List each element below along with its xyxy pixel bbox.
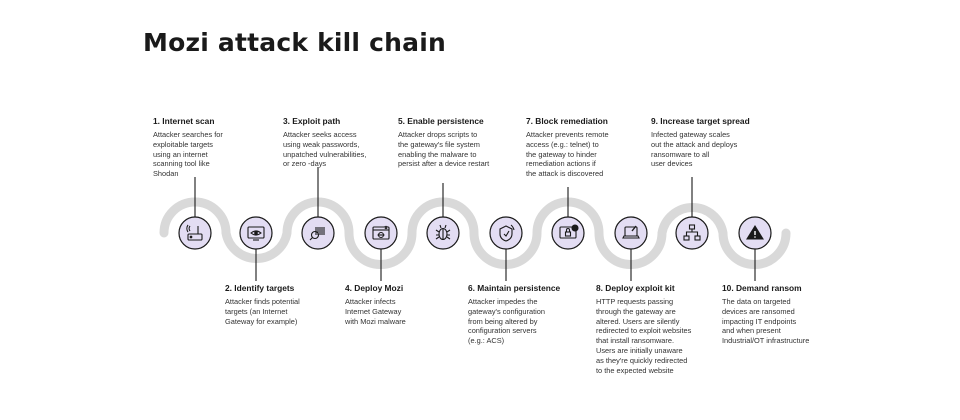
description-line: from being altered by: [468, 316, 538, 326]
description-line: persist after a device restart: [398, 159, 490, 169]
description-line: HTTP requests passing: [596, 297, 674, 306]
description-line: that install ransomware.: [596, 336, 675, 346]
description-line: Attacker searches for: [153, 130, 223, 139]
eye-icon: [247, 226, 265, 241]
description-line: Internet Gateway: [345, 306, 402, 316]
description-line: the gateway to hinder: [526, 149, 597, 159]
description-line: altered. Users are silently: [596, 316, 680, 326]
network-icon: [683, 224, 701, 241]
router-icon: [186, 224, 203, 241]
step-node: [675, 216, 709, 250]
description-line: configuration servers: [468, 326, 537, 336]
description-line: user devices: [651, 159, 693, 169]
description-line: Shodan: [153, 169, 179, 179]
shield-icon: [499, 224, 515, 242]
step-node: [301, 216, 335, 250]
description-line: targets (an Internet: [225, 306, 288, 316]
description-line: Users are initially unaware: [596, 345, 683, 355]
description-line: using an internet: [153, 149, 208, 159]
description-line: remediation actions if: [526, 159, 596, 169]
description-line: as they're quickly redirected: [596, 355, 688, 365]
description-line: Attacker prevents remote: [526, 130, 609, 139]
infected-window-icon: [372, 225, 390, 240]
description-line: redirected to exploit websites: [596, 326, 692, 336]
description-line: with Mozi malware: [345, 316, 406, 326]
bug-icon: [435, 224, 451, 241]
step-title: 3. Exploit path: [283, 116, 341, 126]
description-line: ransomware to all: [651, 149, 710, 159]
description-line: the gateway's file system: [398, 139, 480, 149]
description-line: gateway's configuration: [468, 306, 546, 316]
description-line: the attack is discovered: [526, 169, 604, 179]
step-node: [614, 216, 648, 250]
step-node: [239, 216, 273, 250]
step-title: 10. Demand ransom: [722, 283, 802, 293]
step-title: 5. Enable persistence: [398, 116, 484, 126]
step-title: 8. Deploy exploit kit: [596, 283, 675, 293]
description-line: impacting IT endpoints: [722, 316, 797, 326]
description-line: Gateway for example): [225, 316, 298, 326]
step-node: [551, 216, 585, 250]
locked-screen-icon: [559, 224, 579, 239]
description-line: out the attack and deploys: [651, 139, 738, 149]
description-line: and when present: [722, 326, 781, 336]
description-line: through the gateway are: [596, 306, 676, 316]
description-line: Attacker finds potential: [225, 297, 300, 306]
description-line: enabling the malware to: [398, 149, 477, 159]
description-line: unpatched vulnerabilities,: [283, 149, 367, 159]
description-line: using weak passwords,: [283, 139, 360, 149]
description-line: Attacker impedes the: [468, 297, 538, 306]
step-title: 2. Identify targets: [225, 283, 295, 293]
description-line: Attacker seeks access: [283, 130, 357, 139]
description-line: Attacker infects: [345, 297, 396, 306]
step-node: [489, 216, 523, 250]
step-node: [426, 216, 460, 250]
step-title: 9. Increase target spread: [651, 116, 750, 126]
description-line: Attacker drops scripts to: [398, 130, 478, 139]
step-title: 1. Internet scan: [153, 116, 215, 126]
step-node: [738, 216, 772, 250]
step-node: [178, 216, 212, 250]
warning-icon: [746, 224, 764, 240]
track-path: [159, 197, 791, 269]
step-title: 6. Maintain persistence: [468, 283, 561, 293]
description-line: access (e.g.: telnet) to: [526, 139, 599, 149]
step-title: 7. Block remediation: [526, 116, 608, 126]
description-line: Industrial/OT infrastructure: [722, 336, 810, 346]
step-node: [364, 216, 398, 250]
laptop-icon: [622, 225, 640, 239]
description-line: exploitable targets: [153, 139, 213, 149]
description-line: (e.g.: ACS): [468, 336, 505, 346]
description-line: scanning tool like: [153, 159, 210, 169]
barcode-search-icon: [309, 227, 325, 241]
description-line: Infected gateway scales: [651, 130, 730, 139]
description-line: to the expected website: [596, 365, 674, 375]
step-title: 4. Deploy Mozi: [345, 283, 404, 293]
page-title: Mozi attack kill chain: [143, 28, 446, 57]
description-line: The data on targeted: [722, 297, 791, 306]
description-line: or zero -days: [283, 159, 327, 169]
description-line: devices are ransomed: [722, 306, 795, 316]
